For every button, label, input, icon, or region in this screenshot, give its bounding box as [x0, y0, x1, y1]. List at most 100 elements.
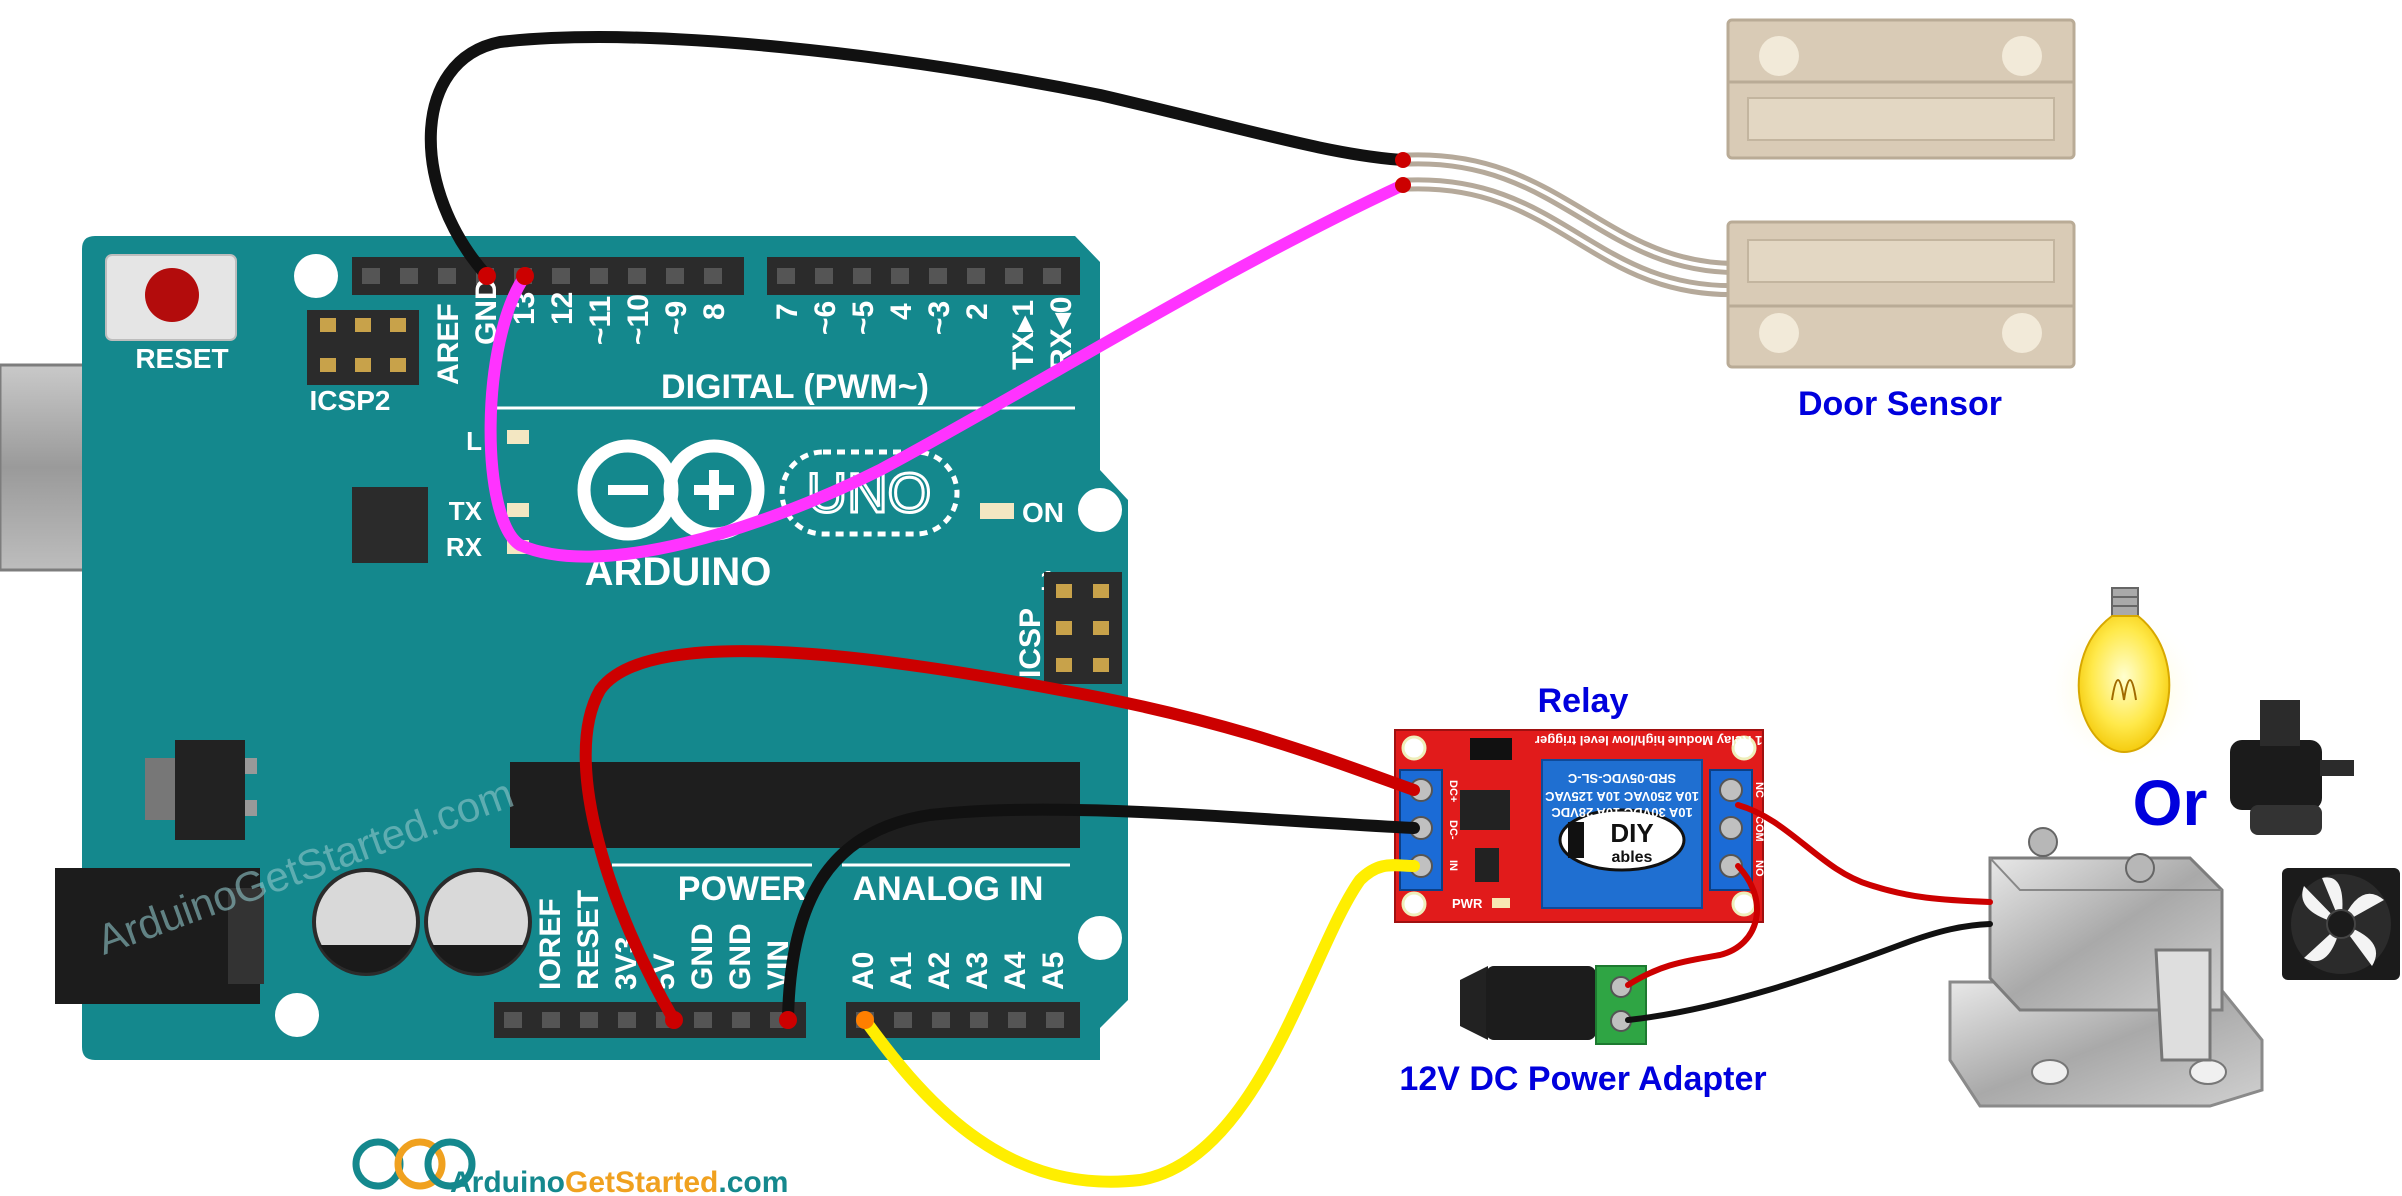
pin-label-7: 7 [771, 303, 804, 320]
relay-module: DIY ables SRD-05VDC-SL-C 10A 250VAC 10A … [1394, 729, 1765, 923]
relay-in: IN [1447, 860, 1459, 871]
relay-rating-2: 10A 30VDC 10A 28VDC [1551, 805, 1693, 820]
reset-button-cap [145, 268, 199, 322]
relay-pwr-label: PWR [1452, 896, 1483, 911]
logo-text: ArduinoGetStarted.com [450, 1166, 788, 1196]
pin-label-12: 12 [546, 292, 579, 325]
water-pump-icon [2230, 700, 2354, 835]
led-tx [507, 503, 529, 517]
pin-label-a0: A0 [847, 952, 880, 990]
relay-transistor [1475, 848, 1499, 882]
relay-dc-plus: DC+ [1447, 780, 1459, 802]
logo-text-com: .com [718, 1166, 788, 1196]
power-adapter-label: 12V DC Power Adapter [1399, 1060, 1766, 1098]
logo-text-getstarted: GetStarted [565, 1166, 718, 1196]
relay-com: COM [1753, 816, 1765, 842]
pin-label-gnd2: GND [724, 923, 757, 990]
relay-jumper [1470, 738, 1512, 760]
pin-label-a5: A5 [1037, 952, 1070, 990]
diyables-logo [1558, 808, 1686, 872]
door-sensor-label: Door Sensor [1798, 385, 2002, 423]
relay-brand-sub: ables [1612, 849, 1653, 866]
dc-power-jack-back [228, 888, 264, 984]
relay-trigger: high/low level trigger [1535, 733, 1665, 748]
led-tx-label: TX [449, 496, 483, 526]
led-on-label: ON [1022, 497, 1064, 528]
led-l [507, 430, 529, 444]
wire-black-adapter-lock [1625, 921, 1993, 1023]
wire-end [665, 1011, 683, 1029]
pin-label-a3: A3 [961, 952, 994, 990]
door-sensor [1399, 18, 2076, 369]
wire-end [1395, 177, 1411, 193]
wire-end [779, 1011, 797, 1029]
wire-end [1395, 152, 1411, 168]
power-header [494, 1002, 806, 1038]
capacitor [424, 868, 532, 976]
analog-in-label: ANALOG IN [853, 870, 1044, 908]
relay-part: SRD-05VDC-SL-C [1567, 771, 1676, 786]
digital-header-left [352, 257, 744, 295]
uno-badge [779, 449, 960, 537]
dc-power-jack [55, 868, 260, 1004]
pin-label-10: ~10 [622, 294, 655, 345]
pin-label-11: ~11 [584, 296, 617, 345]
pin-label-6: ~6 [809, 301, 842, 335]
dc-power-adapter [1460, 965, 1647, 1045]
mount-hole [275, 993, 319, 1037]
wire-red-relay-adapter [1625, 863, 1760, 988]
icsp-label: ICSP [1014, 608, 1047, 678]
wire-yellow-a0-relay [859, 859, 1420, 1188]
pin-label-a2: A2 [923, 952, 956, 990]
pin-label-5: ~5 [847, 301, 880, 335]
wire-black-gnd-sensor [424, 31, 1409, 282]
pin-label-aref: AREF [432, 303, 465, 385]
pin-label-2: 2 [961, 303, 994, 320]
wire-end [478, 267, 496, 285]
pin-label-gnd1: GND [686, 923, 719, 990]
wire-magenta-pin13-sensor [484, 179, 1409, 563]
power-label: POWER [678, 870, 806, 908]
relay-brand: DIY [1610, 818, 1653, 848]
pin-label-tx1: TX▸1 [1007, 300, 1040, 370]
pin-label-a1: A1 [885, 952, 918, 990]
pin-label-3: ~3 [923, 301, 956, 335]
wires [424, 31, 1993, 1188]
relay-label: Relay [1538, 682, 1629, 720]
pin-label-9: ~9 [660, 301, 693, 335]
voltage-regulator [145, 740, 257, 840]
door-sensor-cable [1399, 152, 1741, 276]
logo-plus-v [709, 470, 719, 510]
icsp-header [1044, 572, 1122, 684]
icsp2-header [307, 310, 419, 385]
fan-icon [2282, 868, 2400, 980]
arduinogetstarted-logo [352, 1138, 476, 1190]
pin-label-reset: RESET [572, 890, 605, 990]
relay-title: 1 Relay Module [1668, 733, 1763, 748]
digital-label: DIGITAL (PWM~) [661, 368, 929, 406]
logo-text-arduino: Arduino [450, 1166, 565, 1196]
wire-end [516, 267, 534, 285]
led-on [980, 503, 1014, 519]
relay-nc: NC [1753, 782, 1765, 798]
or-label: Or [2133, 767, 2208, 839]
solenoid-lock [1948, 827, 2264, 1108]
relay-no: NO [1753, 860, 1765, 877]
mount-hole [1078, 488, 1122, 532]
relay-rating-1: 10A 250VAC 10A 125VAC [1544, 789, 1699, 804]
capacitor [312, 868, 420, 976]
logo-minus [608, 485, 648, 495]
wire-end [856, 1011, 874, 1029]
arduino-board: RESET ICSP2 [0, 236, 1128, 1060]
led-rx-label: RX [446, 532, 483, 562]
reset-label: RESET [135, 343, 228, 374]
relay-optocoupler [1460, 790, 1510, 830]
wire-red-5v-relay [579, 645, 1420, 1026]
wire-red-relay-lock [1735, 802, 1993, 905]
wire-black-vin-relay [782, 803, 1420, 1026]
digital-header-right [767, 257, 1080, 295]
mount-hole [294, 254, 338, 298]
icsp2-label: ICSP2 [310, 385, 391, 416]
